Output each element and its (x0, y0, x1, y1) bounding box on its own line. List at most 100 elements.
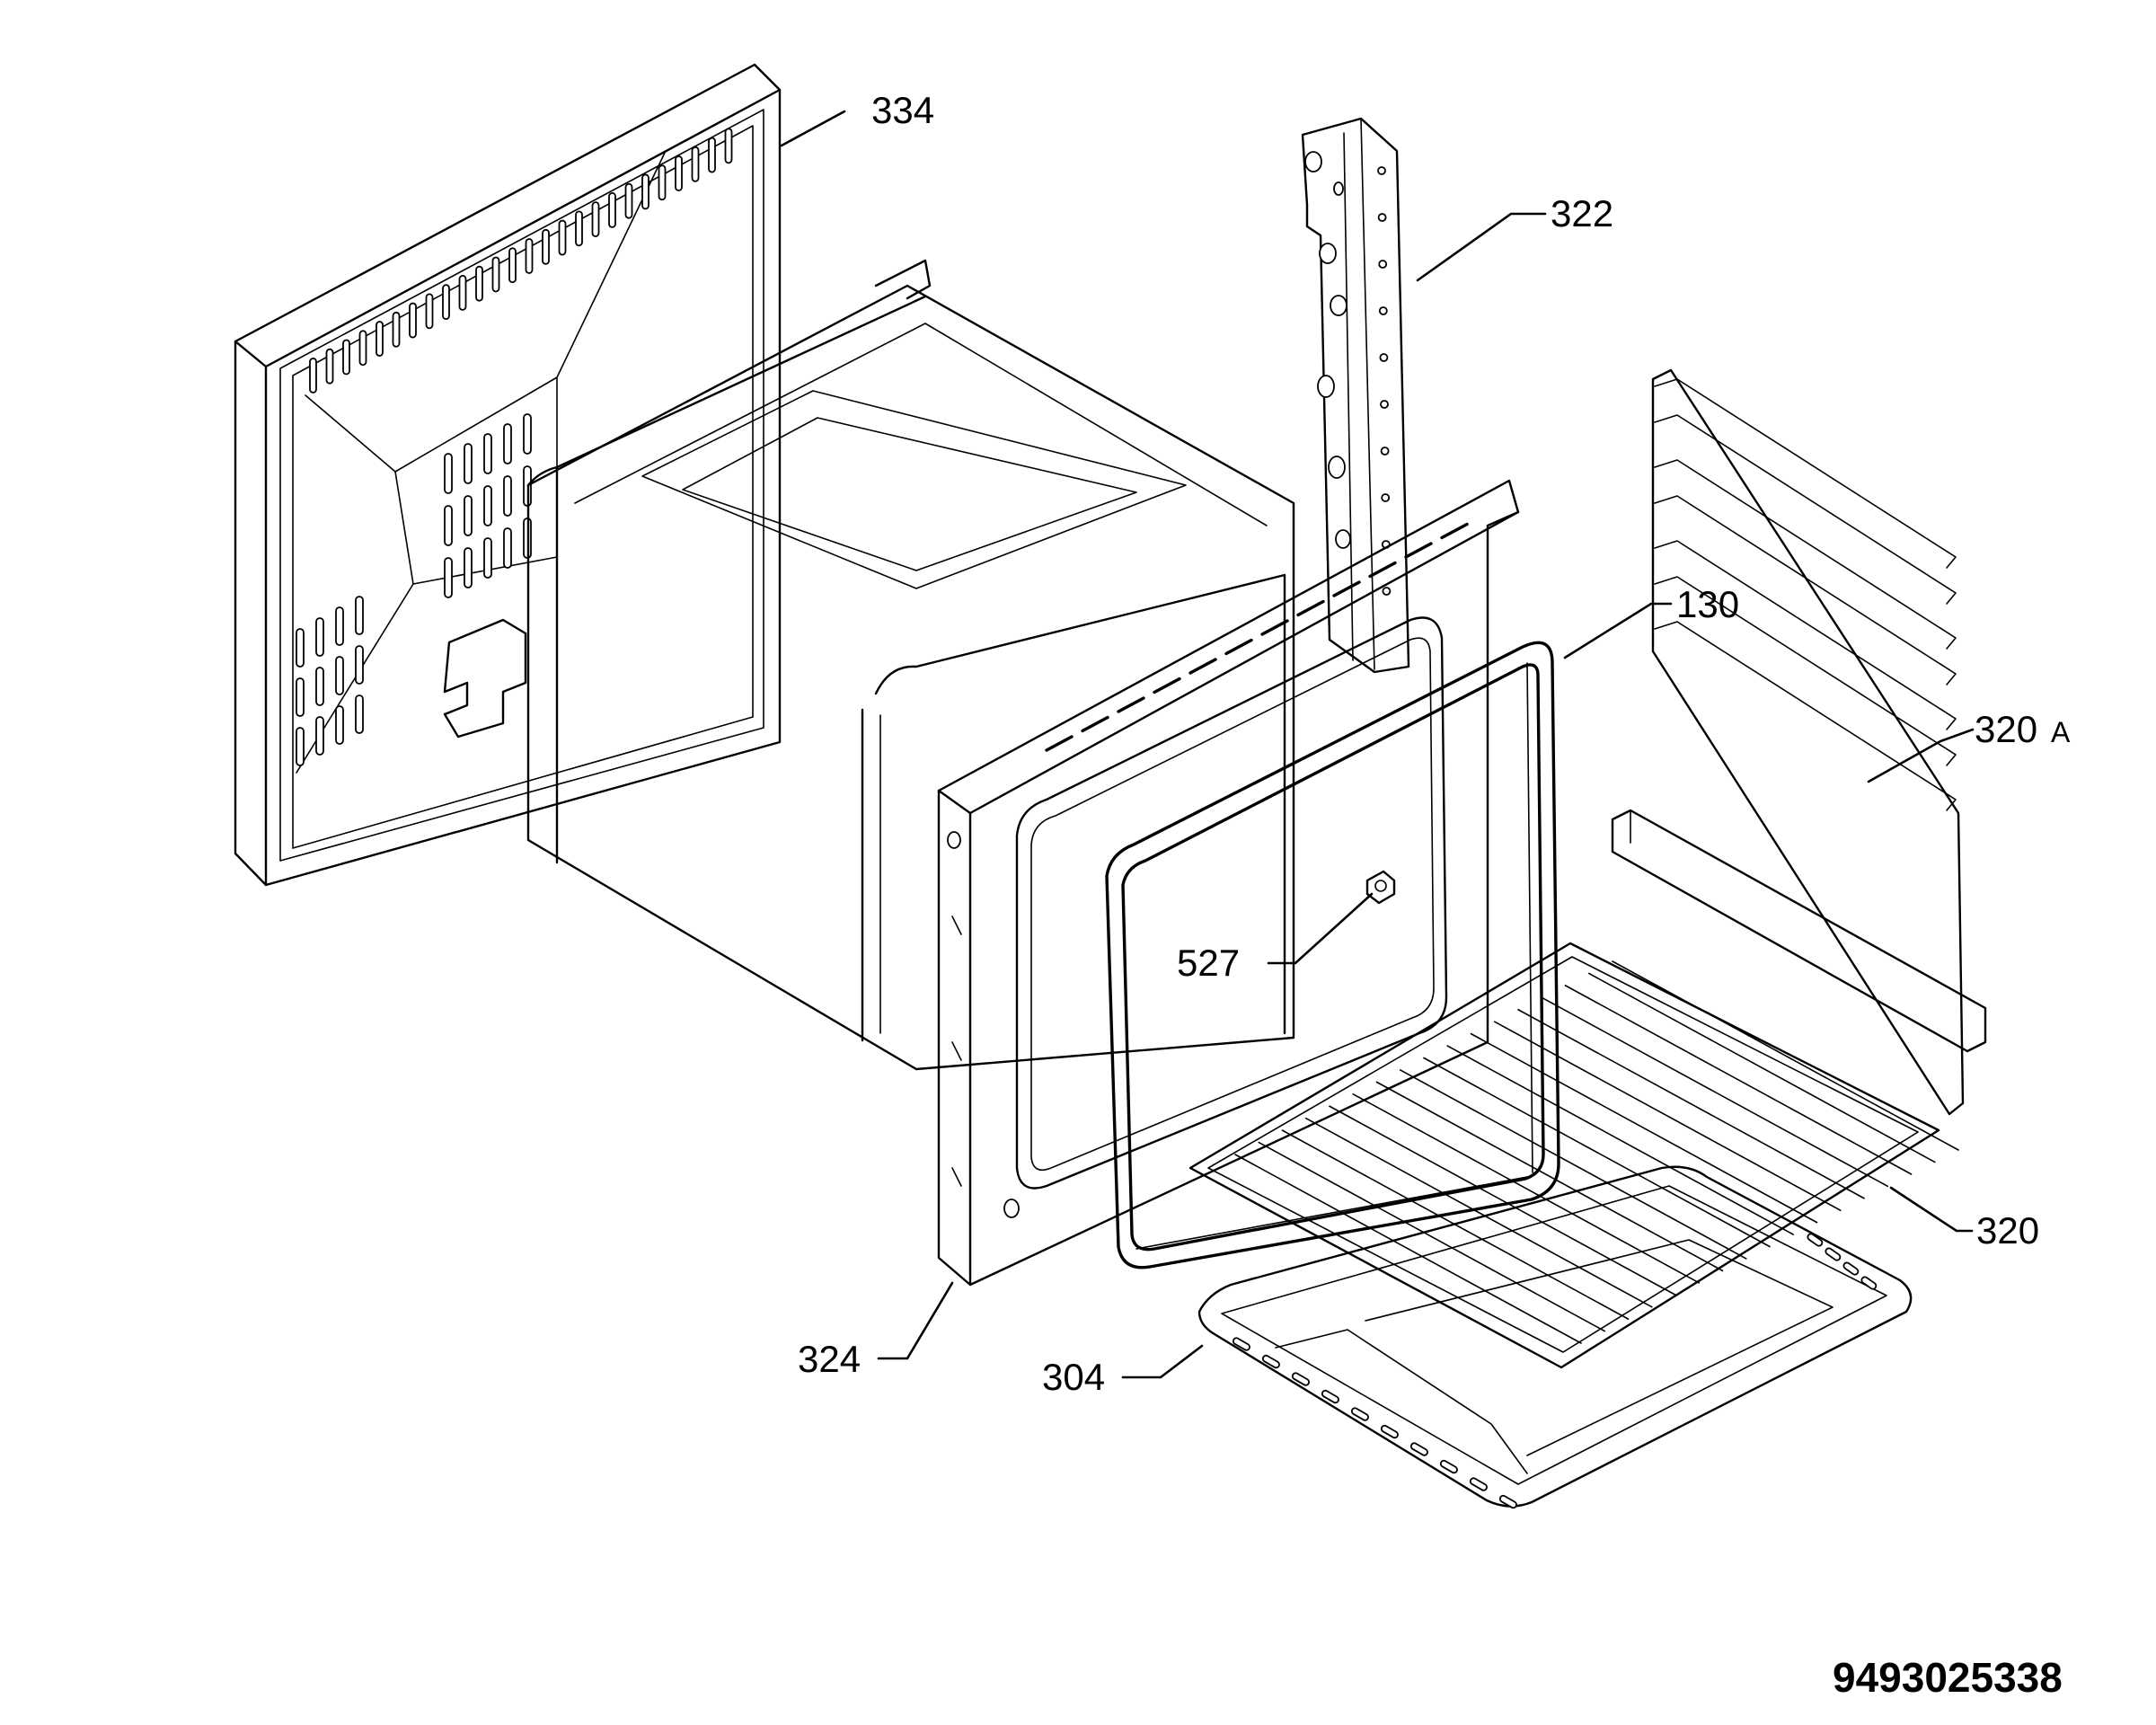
part-527-fixing-nut (1365, 870, 1396, 905)
vent-slot (464, 495, 473, 536)
vent-slot (355, 694, 364, 734)
shelf-wire (1564, 985, 1913, 1175)
shelf-wire (1612, 960, 1959, 1151)
vent-slot (508, 247, 517, 284)
vent-slot (315, 716, 324, 756)
callout-130: 130 (1676, 583, 1739, 625)
vent-slot (525, 238, 534, 274)
shelf-wire (1541, 996, 1889, 1188)
vent-slot (335, 606, 344, 646)
vent-slot (355, 645, 364, 685)
tray-slot (1350, 1407, 1369, 1421)
document-number: 9493025338 (1833, 1654, 2063, 1701)
callout-527: 527 (1177, 942, 1240, 984)
part-320a-shelf-runner (1611, 368, 1987, 1116)
vent-slot (491, 256, 500, 293)
shelf-wire (1470, 1032, 1818, 1224)
oven-cavity-box (443, 259, 1295, 1071)
callout-320: 320 (1976, 1209, 2039, 1252)
frame-slot (1332, 580, 1361, 597)
shelf-wire (1329, 1105, 1676, 1296)
tray-slot (1825, 1247, 1842, 1261)
leader-320a (1867, 728, 1975, 783)
part-324-front-frame (937, 479, 1520, 1287)
frame-slot (1224, 638, 1253, 656)
shelf-wire (1304, 1117, 1653, 1308)
vent-slot (503, 527, 512, 569)
rail-hole (1333, 181, 1344, 196)
vent-slot (483, 537, 492, 579)
leader-304 (1121, 1344, 1204, 1379)
vent-slot (442, 284, 450, 321)
rail-hole (1319, 243, 1337, 264)
vent-slot (658, 164, 667, 201)
callout-304: 304 (1042, 1356, 1105, 1398)
rail-hole (1380, 447, 1390, 456)
rail-hole (1317, 375, 1335, 398)
callout-334: 334 (871, 89, 934, 131)
shelf-wire (1446, 1045, 1795, 1235)
frame-slot (1081, 715, 1109, 733)
frame-slot (1404, 542, 1433, 559)
vent-slot (409, 302, 417, 339)
vent-slot (315, 667, 324, 706)
runner-wires (1654, 378, 1957, 811)
tray-slot (1842, 1261, 1860, 1276)
leader-324 (877, 1281, 954, 1360)
callout-324: 324 (798, 1338, 861, 1380)
shelf-wire (1375, 1081, 1724, 1272)
tray-slot (1321, 1389, 1339, 1404)
vent-slot (483, 485, 492, 526)
rail-hole (1382, 587, 1392, 596)
rail-hole (1380, 400, 1389, 409)
rail-hole (1335, 529, 1351, 549)
rail-hole (1330, 295, 1348, 316)
leader-527 (1267, 892, 1374, 965)
shelf-wire (1352, 1093, 1701, 1284)
shelf-wire (1517, 1008, 1865, 1199)
shelf-wire (1399, 1069, 1747, 1260)
vent-slots (296, 128, 733, 766)
vent-slot (309, 358, 317, 394)
runner-wire (1654, 459, 1957, 650)
callout-320a-suffix: A (2051, 716, 2071, 748)
tray-slot (1860, 1276, 1878, 1290)
tray-slot (1380, 1424, 1399, 1439)
runner-wire (1654, 576, 1957, 766)
leader-lines (780, 110, 1975, 1379)
vent-slot (675, 155, 683, 191)
vent-slot (296, 677, 305, 717)
shelf-wire (1423, 1057, 1771, 1248)
frame-slot (1045, 735, 1074, 752)
leader-322 (1416, 212, 1547, 282)
vent-slot (523, 413, 532, 455)
vent-slot (575, 210, 583, 247)
callout-322: 322 (1551, 192, 1613, 234)
tray-slot (1439, 1459, 1458, 1474)
rail-hole (1304, 151, 1322, 172)
part-130-door-seal (1105, 641, 1560, 1269)
frame-slot (1188, 658, 1217, 675)
vent-slot (315, 617, 324, 657)
leader-334 (780, 110, 846, 147)
vent-slot (425, 293, 434, 330)
vent-slot (444, 505, 453, 546)
vent-slot (444, 453, 453, 494)
tray-slot (1807, 1233, 1824, 1247)
frame-slot (1440, 522, 1469, 540)
runner-wire (1654, 378, 1957, 569)
shelf-wire (1234, 1154, 1582, 1344)
frame-slot (1117, 696, 1145, 713)
vent-slot (444, 557, 453, 598)
frame-slot (1368, 561, 1397, 579)
frame-slots (1045, 522, 1469, 752)
vent-slot (641, 173, 649, 210)
frame-slot (1153, 677, 1181, 694)
rail-hole (1379, 353, 1389, 362)
tray-slot (1232, 1337, 1250, 1351)
tray-slot (1469, 1477, 1488, 1491)
tray-slots (1232, 1233, 1878, 1509)
part-334-rear-panel (234, 63, 782, 887)
vent-slot (483, 433, 492, 474)
vent-slot (296, 727, 305, 766)
